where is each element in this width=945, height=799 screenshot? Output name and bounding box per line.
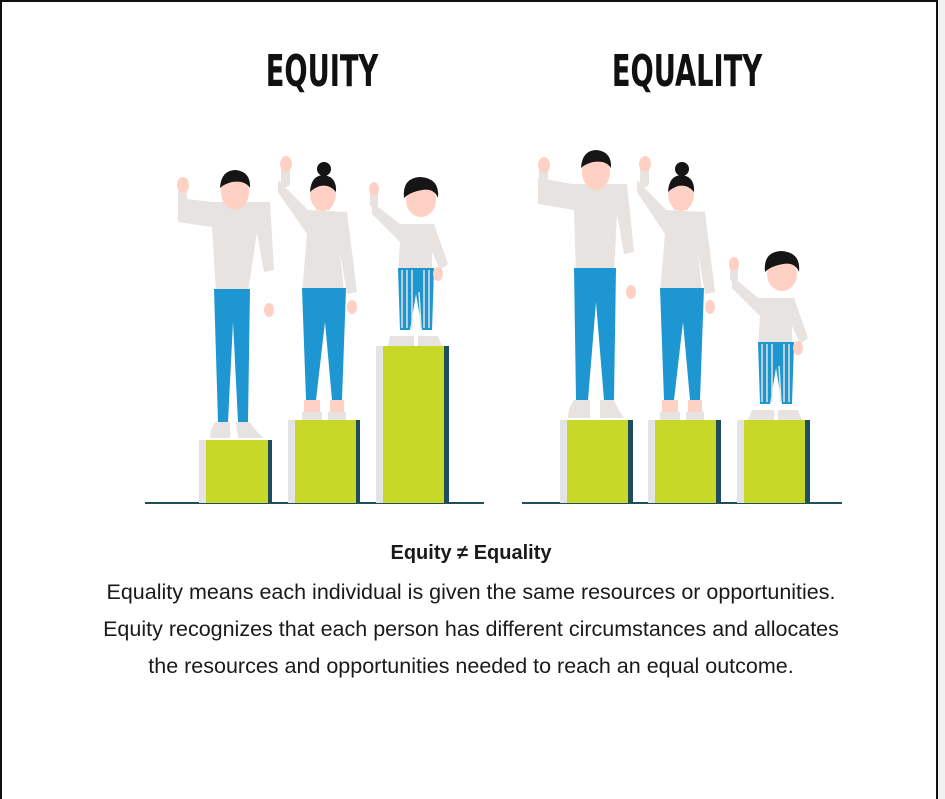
caption-title: Equity ≠ Equality <box>390 542 552 564</box>
equity-box-short <box>199 440 272 503</box>
equity-woman-figure <box>278 156 357 420</box>
equality-child-figure <box>729 251 808 420</box>
equality-box-2 <box>648 420 721 503</box>
equality-man-figure <box>538 150 636 418</box>
equity-heading: EQUITY <box>265 46 379 97</box>
equality-heading: EQUALITY <box>611 46 763 97</box>
equality-woman-figure <box>637 156 715 420</box>
caption-body: Equality means each individual is given … <box>103 580 839 678</box>
equity-panel <box>145 156 484 504</box>
equality-box-1 <box>560 420 633 503</box>
equality-panel <box>522 150 842 504</box>
equity-box-medium <box>288 420 360 503</box>
equity-box-tall <box>376 346 449 503</box>
equality-box-3 <box>737 420 810 503</box>
equity-child-figure <box>369 177 448 346</box>
caption: Equity ≠ Equality Equality means each in… <box>102 538 840 685</box>
illustration <box>145 150 842 504</box>
equity-man-figure <box>177 170 274 438</box>
